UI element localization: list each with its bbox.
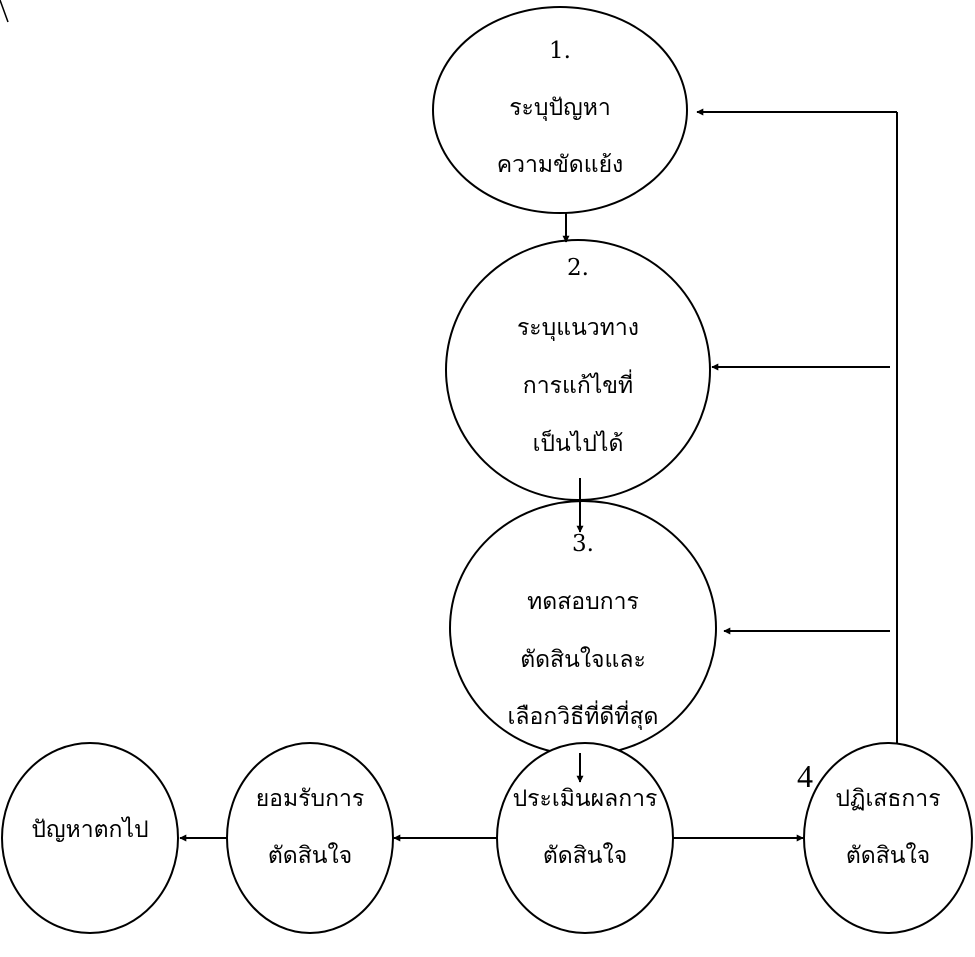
node-evaluate-line1: ประเมินผลการ bbox=[513, 786, 658, 812]
node-step2: 2. ระบุแนวทาง การแก้ไขที่ เป็นไปได้ bbox=[445, 239, 711, 501]
node-step1: 1. ระบุปัญหา ความขัดแย้ง bbox=[432, 6, 688, 214]
node-step3-line2: ตัดสินใจและ bbox=[520, 646, 646, 673]
node-problem-gone: ปัญหาตกไป bbox=[1, 742, 179, 934]
node-step2-line2: การแก้ไขที่ bbox=[523, 369, 633, 399]
node-step1-line2: ความขัดแย้ง bbox=[497, 152, 624, 178]
node-reject-line1: ปฏิเสธการ bbox=[835, 786, 940, 812]
node-evaluate-line2: ตัดสินใจ bbox=[543, 842, 627, 869]
node-reject-line2: ตัดสินใจ bbox=[846, 842, 930, 869]
node-reject: ปฏิเสธการ ตัดสินใจ bbox=[803, 742, 973, 934]
node-step3-line1: ทดสอบการ bbox=[527, 589, 639, 615]
node-step3: 3. ทดสอบการ ตัดสินใจและ เลือกวิธีที่ดีที… bbox=[449, 500, 717, 756]
node-evaluate: ประเมินผลการ ตัดสินใจ bbox=[496, 742, 674, 934]
node-accept-line1: ยอมรับการ bbox=[256, 786, 365, 812]
node-step3-line3: เลือกวิธีที่ดีที่สุด bbox=[508, 700, 659, 730]
corner-mark bbox=[0, 0, 9, 23]
node-step1-number: 1. bbox=[549, 38, 571, 64]
node-step1-line1: ระบุปัญหา bbox=[509, 95, 611, 121]
node-step2-number: 2. bbox=[567, 255, 589, 281]
step4-label: 4 bbox=[797, 758, 813, 794]
node-step2-line3: เป็นไปได้ bbox=[533, 428, 624, 457]
node-step3-number: 3. bbox=[572, 531, 594, 557]
node-step2-line1: ระบุแนวทาง bbox=[517, 315, 639, 341]
node-problem-gone-line1: ปัญหาตกไป bbox=[31, 816, 148, 843]
node-accept-line2: ตัดสินใจ bbox=[268, 842, 352, 869]
node-accept: ยอมรับการ ตัดสินใจ bbox=[226, 742, 394, 934]
